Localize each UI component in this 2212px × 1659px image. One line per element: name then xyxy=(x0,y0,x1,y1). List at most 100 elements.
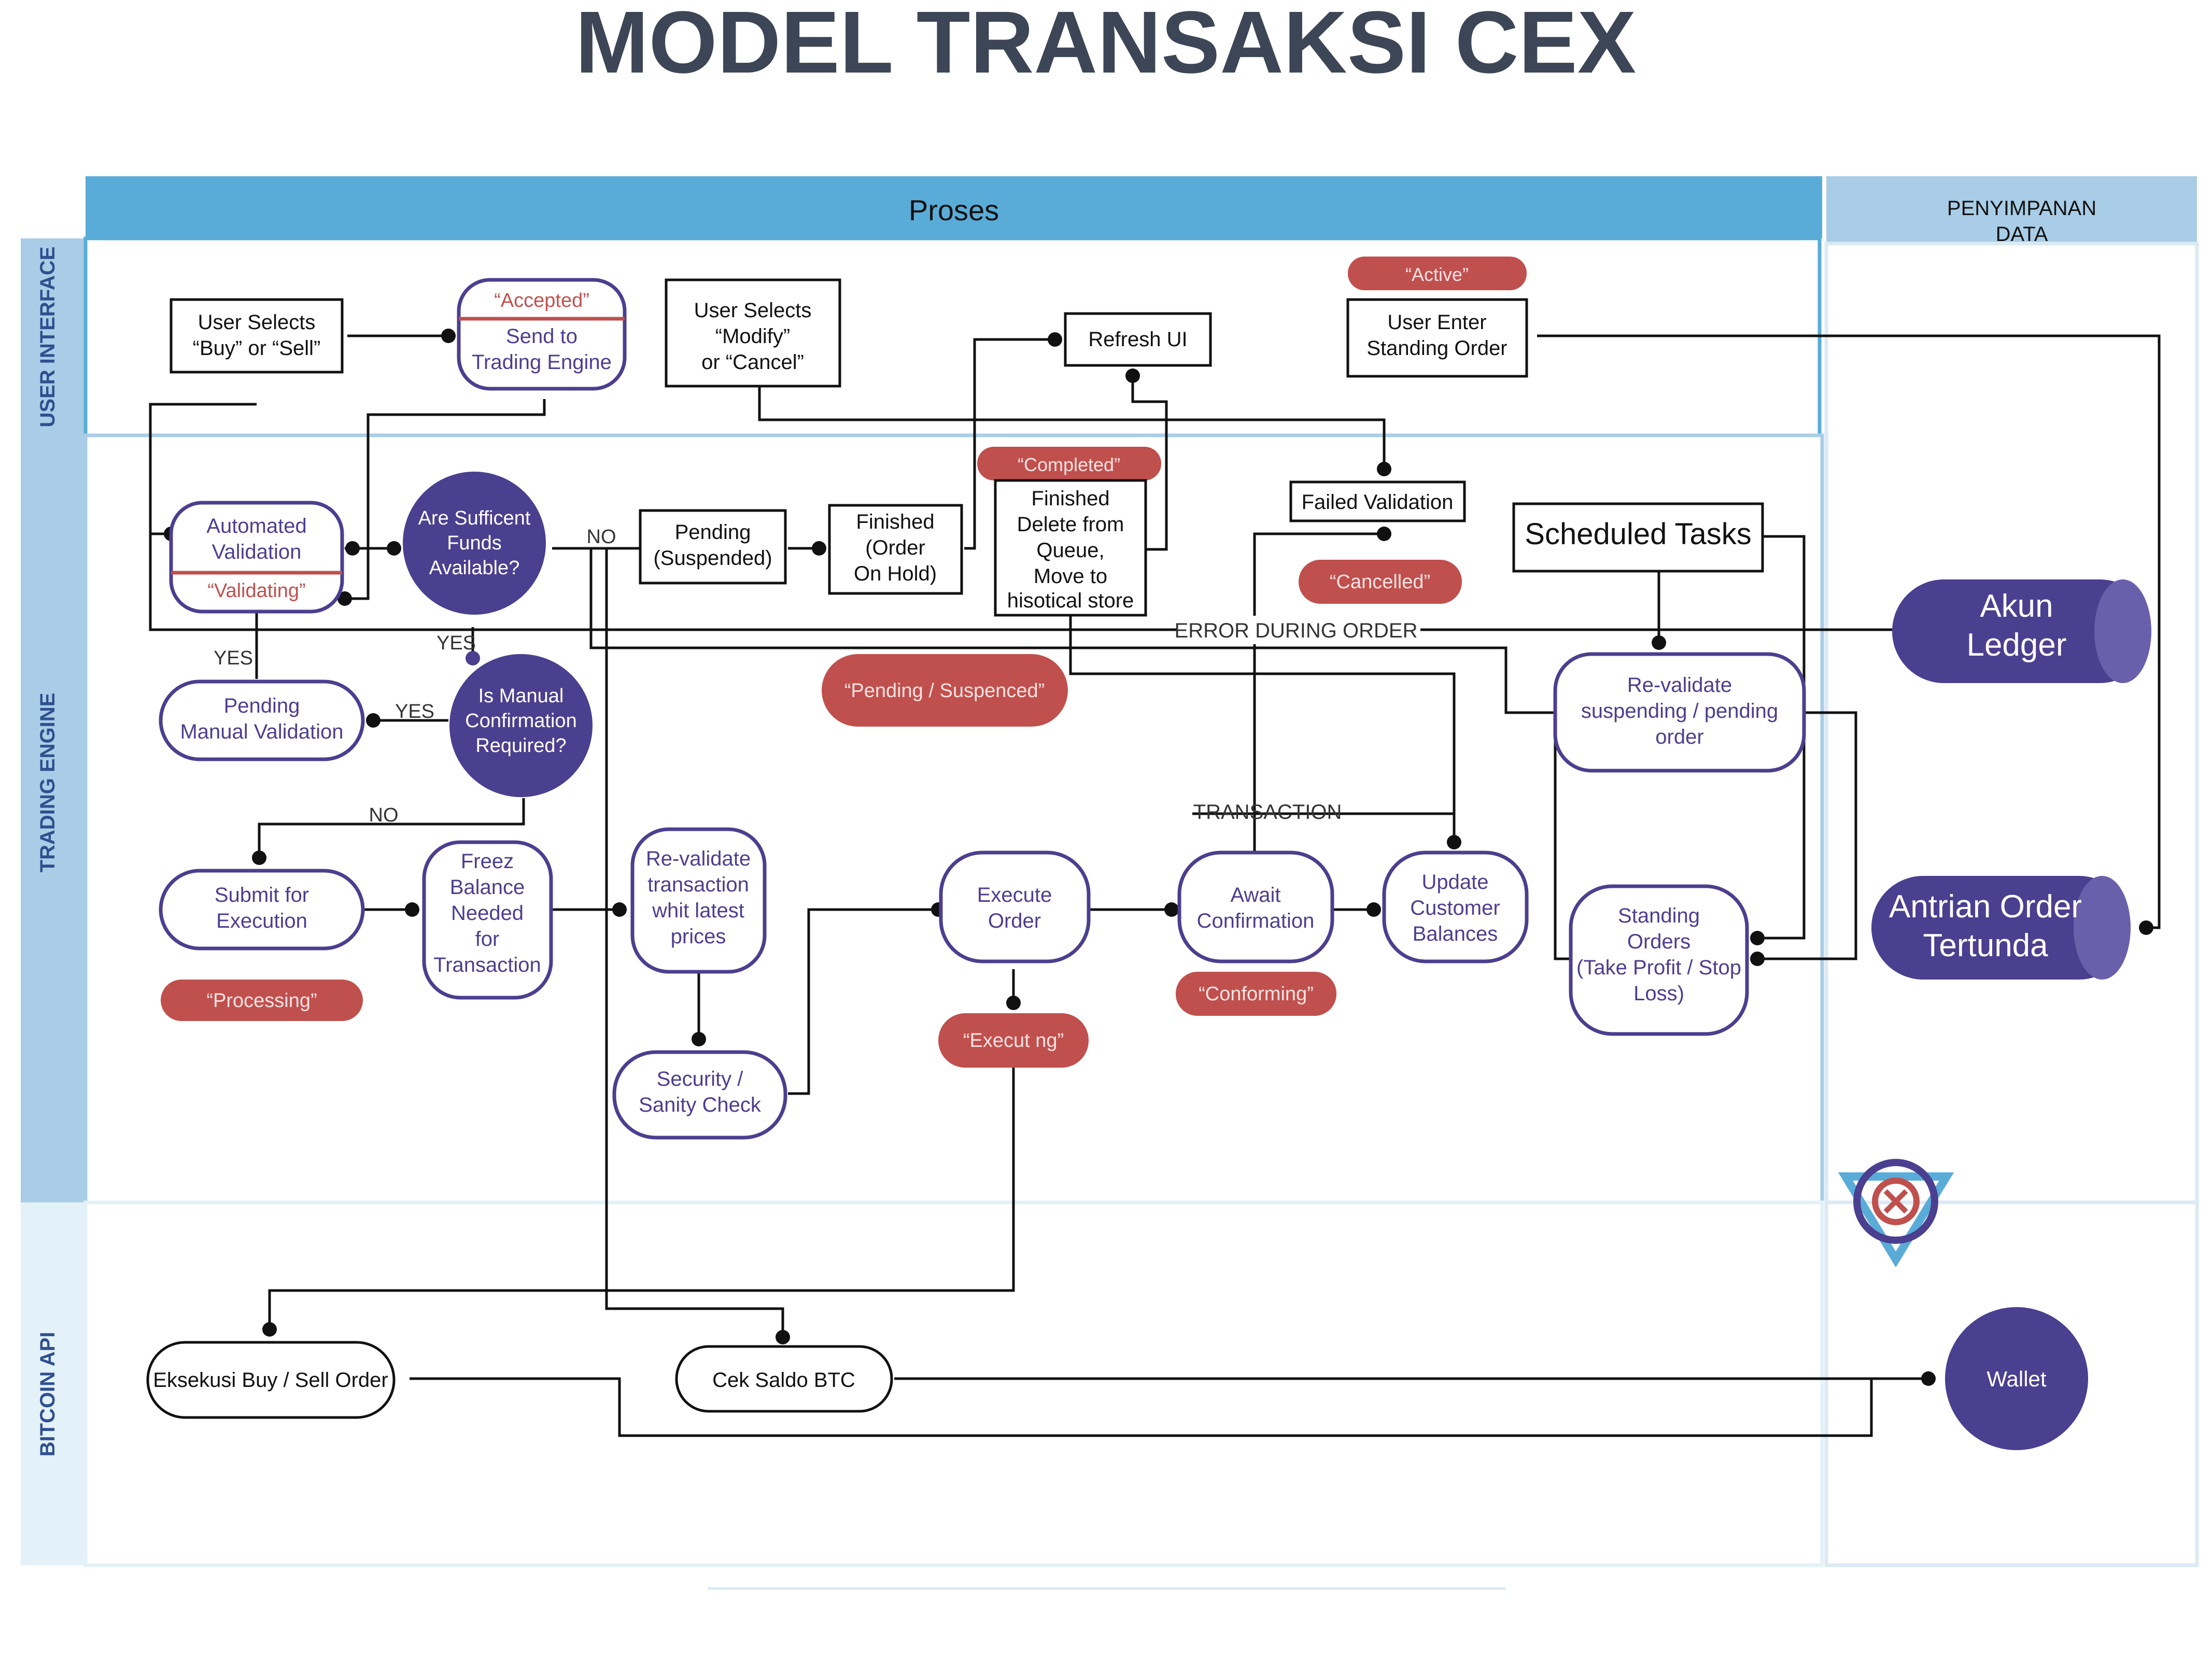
svg-text:Confirmation: Confirmation xyxy=(1197,910,1315,932)
svg-text:Sanity Check: Sanity Check xyxy=(639,1094,762,1116)
svg-text:Balance: Balance xyxy=(450,876,525,899)
svg-text:Update: Update xyxy=(1422,871,1489,894)
svg-text:On Hold): On Hold) xyxy=(854,562,937,585)
svg-text:“Completed”: “Completed” xyxy=(1018,454,1120,475)
label-yes-manual: YES xyxy=(395,701,434,722)
lane-api-frame xyxy=(83,1200,1824,1567)
svg-text:Re-validate: Re-validate xyxy=(646,847,751,870)
box-await-confirmation[interactable]: Await Confirmation xyxy=(1177,850,1334,963)
status-accepted: “Accepted” xyxy=(494,290,589,311)
lane-ui-label: USER INTERFACE xyxy=(36,247,59,428)
svg-text:Orders: Orders xyxy=(1627,930,1690,953)
lane-api-strip xyxy=(21,1202,86,1565)
svg-text:“Conforming”: “Conforming” xyxy=(1199,983,1314,1005)
svg-text:Failed Validation: Failed Validation xyxy=(1302,491,1454,514)
decision-manual-confirm[interactable]: Is Manual Confirmation Required? xyxy=(449,654,593,797)
box-freeze-balance[interactable]: Freez Balance Needed for Transaction xyxy=(422,840,553,1000)
label-no-funds: NO xyxy=(587,526,616,548)
lane-engine-label: TRADING ENGINE xyxy=(36,693,59,873)
svg-text:Needed: Needed xyxy=(451,902,524,925)
storage-antrian-order[interactable]: Antrian Order Tertunda xyxy=(1871,876,2131,980)
status-completed: “Completed” xyxy=(977,447,1161,480)
label-no-manual: NO xyxy=(369,804,399,826)
svg-text:Customer: Customer xyxy=(1410,897,1500,919)
box-cek-saldo[interactable]: Cek Saldo BTC xyxy=(675,1345,893,1413)
svg-text:(Suspended): (Suspended) xyxy=(653,547,772,570)
svg-text:“Active”: “Active” xyxy=(1405,264,1469,285)
svg-text:Trading Engine: Trading Engine xyxy=(472,351,612,374)
svg-text:Submit for: Submit for xyxy=(215,884,309,906)
box-automated-validation[interactable]: Automated Validation “Validating” xyxy=(169,501,344,614)
box-failed-validation[interactable]: Failed Validation xyxy=(1289,480,1466,522)
svg-text:Is Manual: Is Manual xyxy=(478,685,564,707)
box-scheduled-tasks[interactable]: Scheduled Tasks xyxy=(1512,502,1764,573)
status-processing: “Processing” xyxy=(161,980,363,1021)
svg-text:Execute: Execute xyxy=(977,884,1052,906)
box-finished-hold[interactable]: Finished (Order On Hold) xyxy=(828,504,963,595)
lane-engine-strip xyxy=(21,435,86,1202)
box-standing-orders[interactable]: Standing Orders (Take Profit / Stop Loss… xyxy=(1569,884,1749,1036)
box-refresh-ui[interactable]: Refresh UI xyxy=(1064,312,1212,367)
svg-text:Akun: Akun xyxy=(1980,588,2053,624)
box-revalidate-prices[interactable]: Re-validate transaction whit latest pric… xyxy=(630,827,767,974)
svg-text:Standing Order: Standing Order xyxy=(1366,337,1507,360)
decision-funds[interactable]: Are Sufficent Funds Available? xyxy=(403,472,546,615)
storage-wallet[interactable]: Wallet xyxy=(1945,1307,2088,1450)
svg-text:Refresh UI: Refresh UI xyxy=(1088,328,1187,351)
box-user-modify[interactable]: User Selects “Modify” or “Cancel” xyxy=(665,278,841,388)
svg-text:Cek Saldo BTC: Cek Saldo BTC xyxy=(712,1369,855,1392)
status-conforming: “Conforming” xyxy=(1176,972,1336,1016)
box-revalidate-suspending[interactable]: Re-validate suspending / pending order xyxy=(1553,652,1806,773)
status-pending-suspended: “Pending / Suspenced” xyxy=(822,654,1068,727)
label-error: ERROR DURING ORDER xyxy=(1175,619,1418,642)
box-execute-order[interactable]: Execute Order xyxy=(939,850,1091,963)
svg-text:Funds: Funds xyxy=(447,532,502,554)
svg-text:User Selects: User Selects xyxy=(198,311,316,334)
box-pending-manual[interactable]: Pending Manual Validation xyxy=(159,679,365,761)
svg-text:Available?: Available? xyxy=(429,557,520,579)
svg-text:(Order: (Order xyxy=(865,536,925,559)
box-eksekusi[interactable]: Eksekusi Buy / Sell Order xyxy=(146,1341,396,1419)
box-update-balances[interactable]: Update Customer Balances xyxy=(1382,850,1529,963)
svg-text:(Take Profit / Stop: (Take Profit / Stop xyxy=(1576,956,1741,979)
box-user-standing[interactable]: User Enter Standing Order xyxy=(1346,298,1528,378)
box-submit-execution[interactable]: Submit for Execution xyxy=(159,869,365,951)
box-finished-delete[interactable]: Finished Delete from Queue, Move to hiso… xyxy=(994,479,1147,617)
svg-text:Tertunda: Tertunda xyxy=(1923,928,2048,963)
svg-text:whit latest: whit latest xyxy=(652,899,744,922)
svg-text:“Modify”: “Modify” xyxy=(715,325,790,348)
svg-text:Standing: Standing xyxy=(1618,904,1700,927)
svg-text:Eksekusi Buy / Sell Order: Eksekusi Buy / Sell Order xyxy=(153,1369,388,1392)
svg-text:Send to: Send to xyxy=(506,325,577,348)
svg-text:Confirmation: Confirmation xyxy=(465,710,576,732)
svg-text:Security /: Security / xyxy=(657,1068,744,1090)
svg-text:“Pending / Suspenced”: “Pending / Suspenced” xyxy=(844,680,1045,702)
svg-text:Ledger: Ledger xyxy=(1966,627,2066,663)
box-pending-suspended[interactable]: Pending (Suspended) xyxy=(639,509,787,585)
label-yes-auto: YES xyxy=(214,647,253,669)
svg-text:Execution: Execution xyxy=(216,910,307,932)
svg-text:Transaction: Transaction xyxy=(433,954,541,976)
status-validating: “Validating” xyxy=(207,580,305,602)
svg-text:“Buy” or “Sell”: “Buy” or “Sell” xyxy=(193,337,321,360)
box-user-selects[interactable]: User Selects “Buy” or “Sell” xyxy=(170,298,344,374)
svg-text:Antrian Order: Antrian Order xyxy=(1889,889,2082,925)
svg-text:“Cancelled”: “Cancelled” xyxy=(1330,571,1430,593)
status-active: “Active” xyxy=(1348,257,1527,290)
svg-text:“Processing”: “Processing” xyxy=(206,990,317,1012)
svg-text:Loss): Loss) xyxy=(1633,982,1684,1005)
svg-text:Order: Order xyxy=(988,910,1041,932)
svg-text:Scheduled Tasks: Scheduled Tasks xyxy=(1525,517,1751,551)
box-security-check[interactable]: Security / Sanity Check xyxy=(612,1050,787,1140)
process-header-label: Proses xyxy=(909,194,999,226)
box-send-engine[interactable]: “Accepted” Send to Trading Engine xyxy=(457,278,627,391)
svg-text:Queue,: Queue, xyxy=(1036,539,1104,562)
error-label-bg xyxy=(1177,616,1420,644)
lane-api-label: BITCOIN API xyxy=(36,1332,59,1457)
storage-akun-ledger[interactable]: Akun Ledger xyxy=(1892,579,2151,683)
svg-text:User Enter: User Enter xyxy=(1387,311,1486,334)
svg-text:suspending / pending: suspending / pending xyxy=(1581,700,1778,722)
svg-text:Are Sufficent: Are Sufficent xyxy=(418,507,531,529)
connector-dots xyxy=(164,329,2153,1386)
svg-text:Re-validate: Re-validate xyxy=(1627,674,1732,697)
